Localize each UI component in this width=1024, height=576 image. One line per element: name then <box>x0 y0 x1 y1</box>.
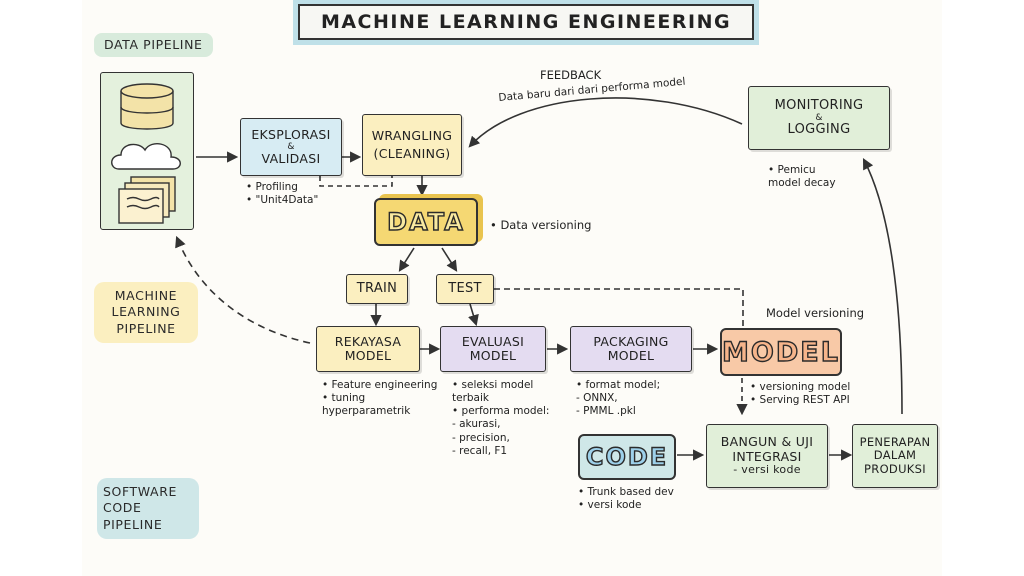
section-label-data-pipeline: DATA PIPELINE <box>94 33 213 58</box>
node-validasi-label: VALIDASI <box>261 150 321 166</box>
note-packaging: • format model; - ONNX, - PMML .pkl <box>576 379 661 418</box>
node-monitoring-logging[interactable]: MONITORING & LOGGING <box>748 86 890 150</box>
note-data-versioning: • Data versioning <box>490 218 592 232</box>
node-code[interactable]: CODE <box>578 434 676 480</box>
node-data[interactable]: DATA <box>374 198 478 246</box>
node-rekayasa-model[interactable]: REKAYASA MODEL <box>316 326 420 372</box>
node-evaluasi-model[interactable]: EVALUASI MODEL <box>440 326 546 372</box>
node-wrangling[interactable]: WRANGLING (CLEANING) <box>362 114 462 176</box>
node-packaging-model[interactable]: PACKAGING MODEL <box>570 326 692 372</box>
node-bangun-uji-integrasi[interactable]: BANGUN & UJI INTEGRASI - versi kode <box>706 424 828 488</box>
diagram-title: MACHINE LEARNING ENGINEERING <box>298 4 754 40</box>
feedback-label: FEEDBACK <box>540 68 602 82</box>
cloud-icon <box>111 142 181 170</box>
note-profiling: • Profiling • "Unit4Data" <box>246 181 319 207</box>
node-test[interactable]: TEST <box>436 274 494 304</box>
section-label-ml-pipeline: MACHINE LEARNING PIPELINE <box>94 282 198 343</box>
node-model[interactable]: MODEL <box>720 328 842 376</box>
section-label-software-pipeline: SOFTWARE CODE PIPELINE <box>97 478 199 539</box>
node-cleaning-label: (CLEANING) <box>373 146 451 161</box>
note-evaluasi: • seleksi model terbaik • performa model… <box>452 379 550 457</box>
documents-icon <box>118 176 176 224</box>
note-monitoring: • Pemicu model decay <box>768 164 836 190</box>
node-wrangling-label: WRANGLING <box>371 127 453 143</box>
note-model: • versioning model • Serving REST API <box>750 381 851 407</box>
note-code: • Trunk based dev • versi kode <box>578 486 674 512</box>
node-penerapan-produksi[interactable]: PENERAPAN DALAM PRODUKSI <box>852 424 938 488</box>
database-icon <box>120 83 174 130</box>
data-sources-panel <box>100 72 194 230</box>
model-versioning-label: Model versioning <box>766 306 865 320</box>
note-rekayasa: • Feature engineering • tuning hyperpara… <box>322 379 438 418</box>
node-eksplorasi-amp: & <box>287 141 295 152</box>
node-eksplorasi-validasi[interactable]: EKSPLORASI & VALIDASI <box>240 118 342 176</box>
node-eksplorasi-label: EKSPLORASI <box>251 127 331 143</box>
node-train[interactable]: TRAIN <box>346 274 408 304</box>
